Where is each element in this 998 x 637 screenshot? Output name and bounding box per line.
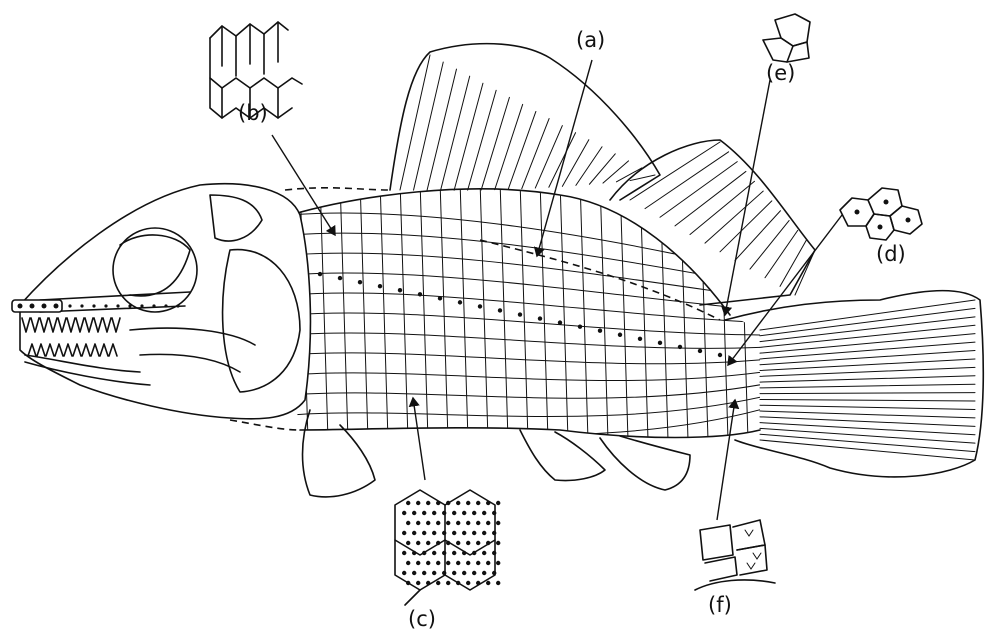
inset-c-scales — [395, 490, 500, 605]
first-dorsal-fin — [390, 44, 660, 200]
label-c: (c) — [408, 607, 436, 631]
arrow-e — [725, 80, 770, 315]
inset-d-scales — [840, 188, 922, 240]
inset-e-scales — [763, 14, 810, 62]
label-b: (b) — [238, 101, 268, 125]
label-f: (f) — [708, 593, 732, 617]
fish-head — [12, 184, 310, 419]
arrow-d — [728, 215, 842, 365]
anal-fin-2 — [600, 436, 690, 490]
arrow-a — [537, 60, 592, 256]
anal-fin-1 — [520, 430, 605, 481]
pelvic-fin — [303, 410, 376, 497]
label-d: (d) — [876, 242, 906, 266]
inset-f-scales — [695, 520, 775, 590]
label-a: (a) — [576, 28, 605, 52]
label-e: (e) — [766, 61, 795, 85]
arrow-c — [413, 398, 425, 480]
